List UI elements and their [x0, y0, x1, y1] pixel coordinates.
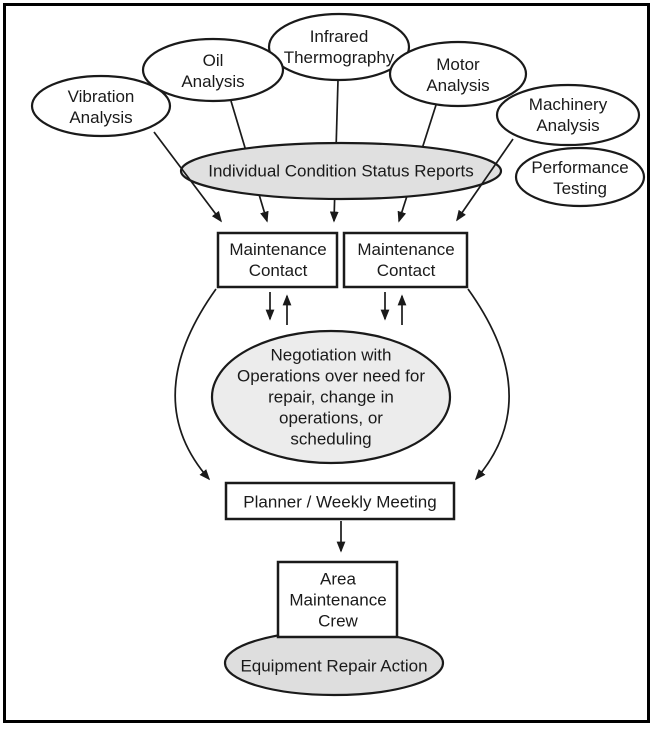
label-maintenance-contact-2: Maintenance Contact: [357, 240, 455, 280]
node-oil-analysis: [141, 37, 285, 103]
label-area-crew: Area Maintenance Crew: [289, 569, 387, 631]
node-maintenance-contact-2: [342, 231, 469, 289]
label-negotiation: Negotiation with Operations over need fo…: [236, 345, 426, 449]
label-motor-analysis: Motor Analysis: [426, 55, 490, 95]
label-infrared-thermography: Infrared Thermography: [283, 27, 395, 67]
label-planner-meeting: Planner / Weekly Meeting: [243, 492, 437, 512]
label-equipment-repair: Equipment Repair Action: [240, 656, 428, 676]
label-machinery-analysis: Machinery Analysis: [528, 95, 608, 135]
node-individual-reports: [179, 141, 503, 201]
edge-machinery-to-contact2: [456, 138, 514, 222]
label-vibration-analysis: Vibration Analysis: [67, 87, 135, 127]
node-machinery-analysis: [495, 83, 641, 147]
node-motor-analysis: [388, 40, 528, 108]
edge-contact1-to-planner: [174, 288, 217, 481]
node-infrared-thermography: [267, 12, 411, 82]
label-performance-testing: Performance Testing: [531, 158, 629, 198]
label-oil-analysis: Oil Analysis: [181, 51, 245, 91]
node-vibration-analysis: [30, 74, 172, 138]
node-performance-testing: [514, 146, 646, 208]
node-planner-meeting: [224, 481, 456, 521]
label-maintenance-contact-1: Maintenance Contact: [229, 240, 327, 280]
edge-vibration-to-contact1: [153, 131, 222, 223]
edge-contact2-to-planner: [467, 288, 510, 481]
node-maintenance-contact-1: [216, 231, 339, 289]
node-area-crew: [276, 560, 399, 639]
node-negotiation: [210, 329, 452, 465]
label-individual-reports: Individual Condition Status Reports: [208, 161, 474, 181]
